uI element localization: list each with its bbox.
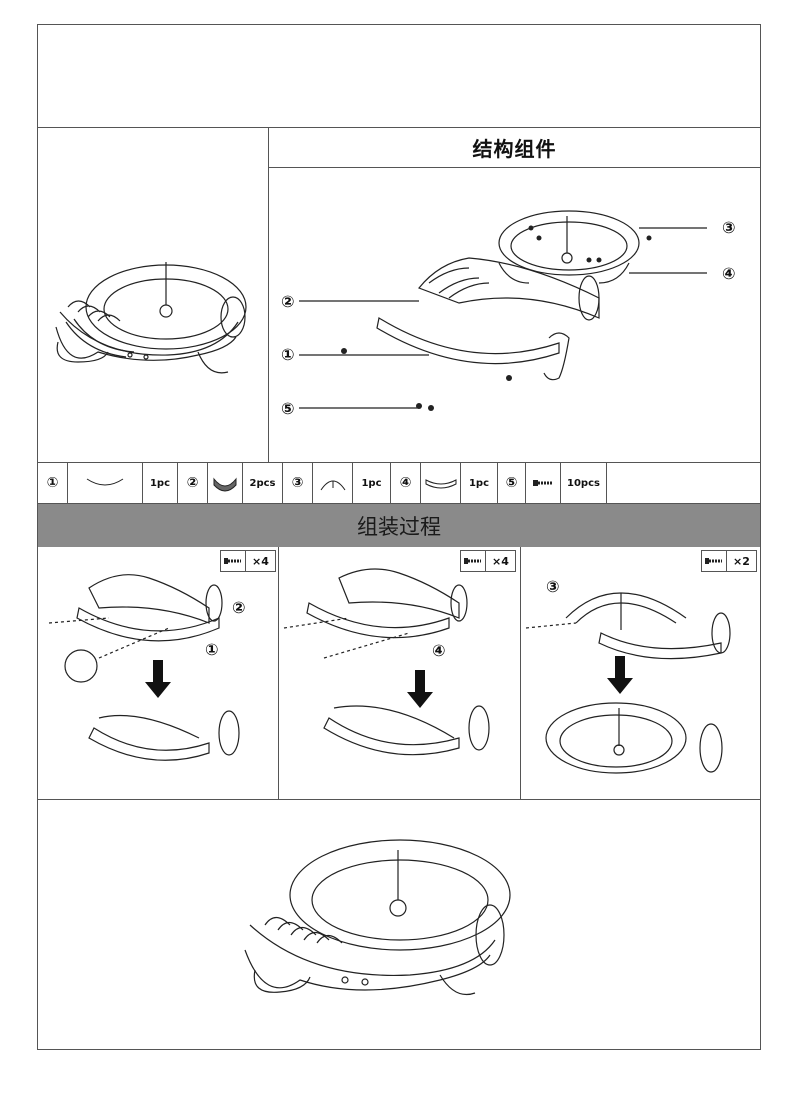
step-3-callout-3: ③ bbox=[546, 577, 560, 596]
step-2-screw-badge: ×4 bbox=[460, 550, 516, 572]
parts-list-qty-5: 10pcs bbox=[561, 463, 607, 503]
parts-list-num-2: ② bbox=[178, 463, 208, 503]
exploded-view-illustration bbox=[299, 210, 707, 411]
divider-overview bbox=[268, 127, 269, 462]
base-bar-icon bbox=[421, 463, 461, 503]
scratch-pad-icon bbox=[208, 463, 243, 503]
step-3-screw-count: ×2 bbox=[733, 554, 750, 568]
step-2-callout-4: ④ bbox=[432, 641, 446, 660]
step-3-screw-badge: ×2 bbox=[701, 550, 757, 572]
parts-list-num-3: ③ bbox=[283, 463, 313, 503]
screw-icon bbox=[702, 551, 727, 571]
screw-icon bbox=[461, 551, 486, 571]
page-frame bbox=[37, 24, 761, 1050]
parts-list-qty-4: 1pc bbox=[461, 463, 498, 503]
parts-list-qty-2: 2pcs bbox=[243, 463, 283, 503]
divider-top bbox=[38, 127, 760, 128]
parts-list-qty-1: 1pc bbox=[143, 463, 178, 503]
step-1-callout-1: ① bbox=[205, 640, 219, 659]
assembly-title: 组装过程 bbox=[38, 504, 760, 547]
screw-icon bbox=[526, 463, 561, 503]
components-title: 结构组件 bbox=[268, 127, 760, 168]
divider-step-1 bbox=[278, 547, 279, 799]
screw-icon bbox=[221, 551, 246, 571]
step-1-screw-badge: ×4 bbox=[220, 550, 276, 572]
callout-part-1: ① bbox=[281, 345, 295, 364]
assembled-product-illustration bbox=[244, 839, 511, 996]
divider-step-2 bbox=[520, 547, 521, 799]
callout-part-3: ③ bbox=[722, 218, 736, 237]
arch-ring-icon bbox=[313, 463, 353, 503]
parts-list-qty-3: 1pc bbox=[353, 463, 391, 503]
callout-part-2: ② bbox=[281, 292, 295, 311]
step-1-callout-2: ② bbox=[232, 598, 246, 617]
callout-part-5: ⑤ bbox=[281, 399, 295, 418]
parts-list-num-5: ⑤ bbox=[498, 463, 526, 503]
curved-base-icon bbox=[68, 463, 143, 503]
step-1-illustration bbox=[48, 574, 240, 761]
divider-final bbox=[38, 799, 760, 800]
step-1-screw-count: ×4 bbox=[252, 554, 269, 568]
product-overview-illustration bbox=[55, 262, 247, 374]
step-2-screw-count: ×4 bbox=[492, 554, 509, 568]
step-2-illustration bbox=[283, 568, 490, 756]
parts-list: ① 1pc ② 2pcs ③ 1pc ④ 1pc ⑤ 10pcs bbox=[38, 462, 760, 504]
parts-list-num-1: ① bbox=[38, 463, 68, 503]
callout-part-4: ④ bbox=[722, 264, 736, 283]
step-3-illustration bbox=[525, 592, 731, 774]
parts-list-num-4: ④ bbox=[391, 463, 421, 503]
